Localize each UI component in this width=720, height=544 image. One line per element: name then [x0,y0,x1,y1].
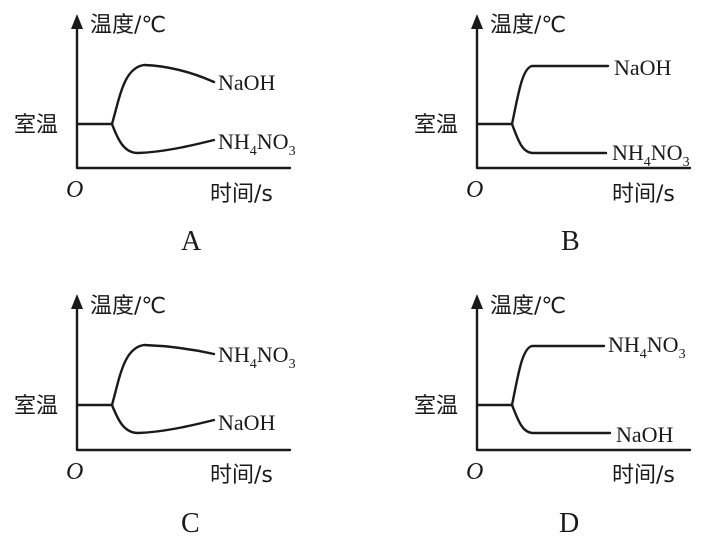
panel-d-lower-curve [510,403,612,435]
panel-d-y-axis-label: 温度/℃ [490,294,566,319]
panel-a-caption: A [181,226,202,257]
panel-a-origin: O [66,177,83,203]
panel-c-axes [75,306,292,452]
panel-c-lower-curve [110,403,216,435]
panel-d-origin: O [466,459,483,485]
panel-a-x-axis-label: 时间/s [210,182,273,207]
panel-b-lower-curve [510,122,608,155]
panel-a-lower-label: NH4NO3 [218,129,296,159]
panel-c-caption: C [181,508,200,539]
panel-c-y-axis-label: 温度/℃ [90,294,166,319]
panel-b-start-label: 室温 [414,113,458,138]
panel-b-origin: O [466,177,483,203]
panel-b-x-axis-label: 时间/s [612,182,675,207]
panel-d-lower-label: NaOH [616,422,674,447]
panel-c-y-axis-arrow [71,294,83,309]
panel-c-start-label: 室温 [14,394,58,419]
panel-a: 温度/℃ 室温 O 时间/s NaOH NH4NO3 A [14,13,296,257]
panel-d-upper-curve [510,344,606,407]
panel-b-upper-curve [510,64,610,126]
panel-d: 温度/℃ 室温 O 时间/s NH4NO3 NaOH D [414,294,692,539]
panel-b: 温度/℃ 室温 O 时间/s NaOH NH4NO3 B [414,13,692,257]
panel-b-caption: B [561,226,580,257]
panel-c-x-axis-label: 时间/s [210,463,273,488]
panel-b-lower-label: NH4NO3 [612,140,690,170]
panel-a-upper-curve [110,63,216,126]
panel-b-y-axis-arrow [471,14,483,29]
panel-a-y-axis-label: 温度/℃ [90,13,166,38]
panel-c-upper-label: NH4NO3 [218,342,296,372]
panel-c-lower-label: NaOH [218,410,276,435]
panel-d-caption: D [559,508,579,539]
panel-b-axes [475,26,692,170]
panel-a-y-axis-arrow [71,14,83,29]
panel-a-lower-curve [110,122,216,155]
panel-a-upper-label: NaOH [218,70,276,95]
panel-b-y-axis-label: 温度/℃ [490,13,566,38]
panel-d-y-axis-arrow [471,294,483,309]
panel-c: 温度/℃ 室温 O 时间/s NH4NO3 NaOH C [14,294,296,539]
panel-b-upper-label: NaOH [614,55,672,80]
panel-a-start-label: 室温 [14,113,58,138]
panel-c-upper-curve [110,343,216,407]
panel-d-start-label: 室温 [414,394,458,419]
panel-a-axes [75,26,292,170]
panel-d-upper-label: NH4NO3 [608,332,686,362]
panel-c-origin: O [66,459,83,485]
panel-d-axes [475,306,692,452]
panel-d-x-axis-label: 时间/s [612,463,675,488]
